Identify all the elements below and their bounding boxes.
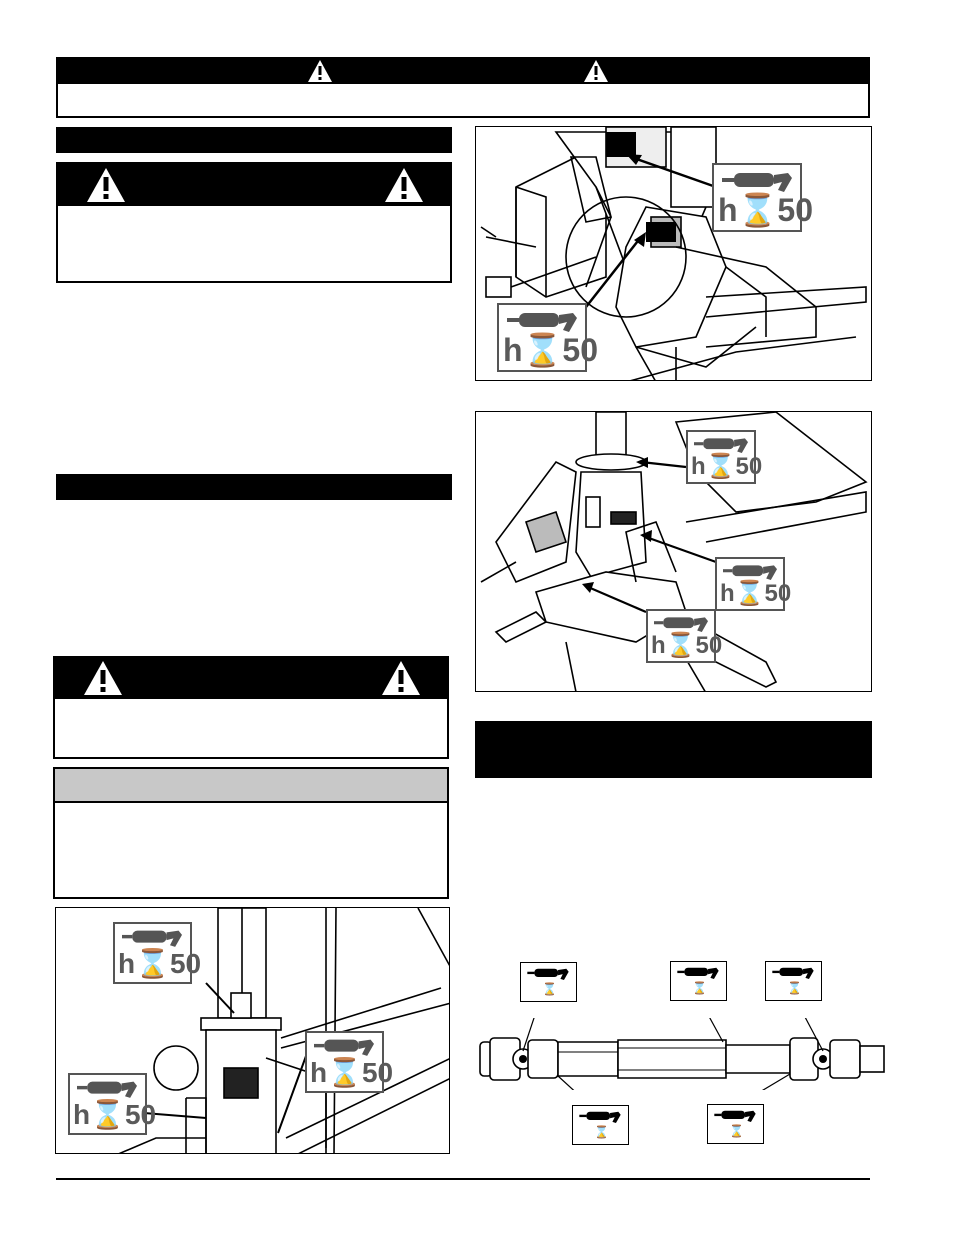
grease-gun-icon xyxy=(314,1039,374,1056)
grease-gun-icon xyxy=(77,1081,137,1098)
grease-gun-icon xyxy=(677,967,719,979)
grease-gun-icon xyxy=(723,565,777,580)
warning-box-header xyxy=(58,164,450,206)
lubrication-photo-bottom xyxy=(55,907,450,1154)
grease-interval-symbol: h⌛50 xyxy=(715,557,791,611)
grease-interval-label: h⌛50 xyxy=(118,948,202,979)
grease-gun-icon xyxy=(654,617,708,632)
section-header-bar xyxy=(475,721,872,778)
grease-interval-label: h⌛50 xyxy=(691,453,763,480)
lubrication-photo-top xyxy=(475,126,872,381)
grease-gun-icon xyxy=(122,930,182,947)
footer-rule xyxy=(56,1178,870,1180)
grease-point-symbol: ⌛ xyxy=(707,1104,764,1144)
warning-triangle-icon xyxy=(385,168,423,202)
top-warning-banner xyxy=(56,57,870,86)
hourglass-icon: ⌛ xyxy=(542,982,557,996)
grease-gun-icon xyxy=(507,313,577,332)
grease-gun-icon xyxy=(722,173,792,192)
grease-point-symbol: ⌛ xyxy=(765,961,822,1001)
machine-frame-illustration xyxy=(480,127,867,380)
hourglass-icon: ⌛ xyxy=(729,1124,744,1138)
grease-gun-icon xyxy=(714,1110,756,1122)
section-header-bar xyxy=(56,127,452,153)
hourglass-icon: ⌛ xyxy=(594,1125,609,1139)
grease-interval-label: h⌛50 xyxy=(718,192,813,228)
pto-driveshaft-diagram xyxy=(479,1018,885,1090)
warning-triangle-icon xyxy=(87,168,125,202)
machine-front-illustration xyxy=(118,908,449,1153)
grease-interval-symbol: h⌛50 xyxy=(68,1073,156,1135)
grease-gun-icon xyxy=(694,438,748,453)
warning-triangle-icon xyxy=(308,60,332,82)
grease-interval-symbol: h⌛50 xyxy=(305,1031,393,1093)
top-warning-body xyxy=(56,84,870,118)
warning-triangle-icon xyxy=(84,661,122,695)
hourglass-icon: ⌛ xyxy=(692,981,707,995)
grease-interval-label: h⌛50 xyxy=(503,332,598,368)
grease-interval-symbol: h⌛50 xyxy=(646,609,722,663)
grease-point-symbol: ⌛ xyxy=(572,1105,629,1145)
grease-gun-icon xyxy=(579,1111,621,1123)
grease-point-symbol: ⌛ xyxy=(520,962,577,1002)
grease-interval-symbol: h⌛50 xyxy=(712,163,813,232)
grease-interval-label: h⌛50 xyxy=(73,1099,157,1130)
grease-gun-icon xyxy=(527,968,569,980)
grease-gun-icon xyxy=(772,967,814,979)
warning-triangle-icon xyxy=(382,661,420,695)
grease-interval-symbol: h⌛50 xyxy=(113,922,201,984)
grease-interval-label: h⌛50 xyxy=(310,1057,394,1088)
warning-triangle-icon xyxy=(584,60,608,82)
grease-interval-label: h⌛50 xyxy=(651,632,723,659)
hourglass-icon: ⌛ xyxy=(787,981,802,995)
grease-interval-symbol: h⌛50 xyxy=(686,430,762,484)
section-header-bar xyxy=(56,474,452,500)
notice-box-header xyxy=(55,769,447,803)
grease-point-symbol: ⌛ xyxy=(670,961,727,1001)
grease-interval-symbol: h⌛50 xyxy=(497,303,598,372)
grease-interval-label: h⌛50 xyxy=(720,580,792,607)
